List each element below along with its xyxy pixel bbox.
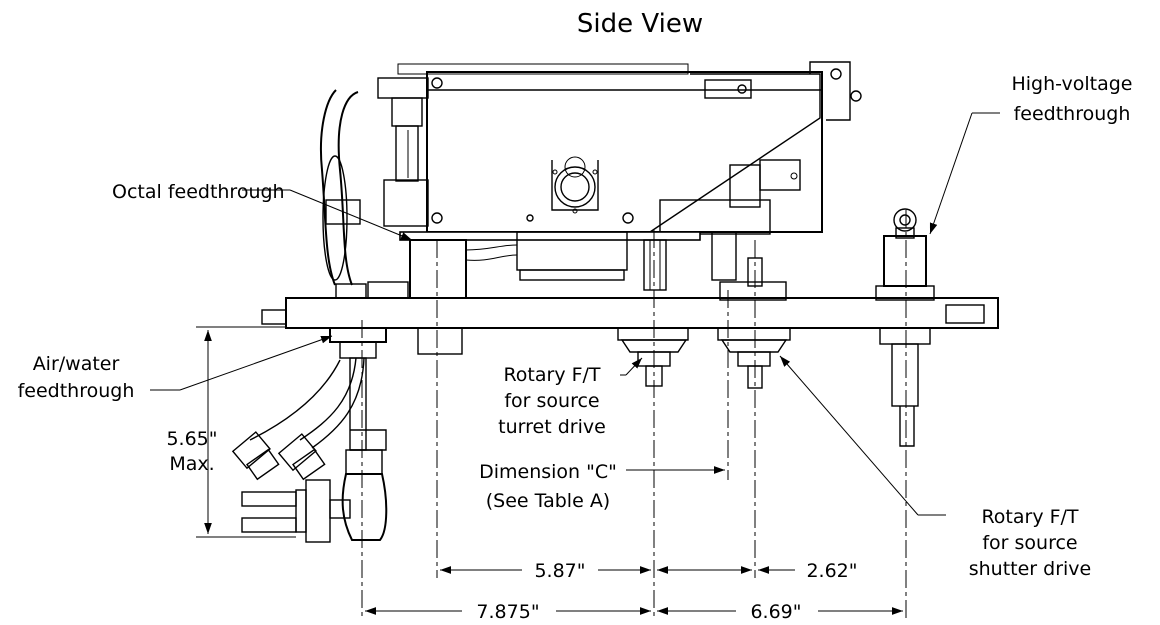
octal-feedthrough-label: Octal feedthrough	[112, 181, 285, 203]
height-dimension-note: Max.	[169, 453, 214, 475]
shutter-drive-label-line3: shutter drive	[969, 558, 1092, 580]
turret-drive-label-line2: for source	[504, 390, 599, 412]
dimension-lines	[204, 330, 903, 615]
assembly-drawing	[231, 61, 999, 543]
dimension-2-62: 2.62"	[806, 560, 857, 582]
left-tubing	[319, 77, 429, 286]
plate-notch	[945, 304, 985, 324]
internal-components	[335, 231, 787, 301]
turret-drive-label-line1: Rotary F/T	[503, 364, 600, 386]
air-water-feedthrough	[231, 327, 388, 543]
air-water-label-line2: feedthrough	[18, 380, 135, 402]
high-voltage-label-line1: High-voltage	[1011, 73, 1132, 95]
turret-drive-label-line3: turret drive	[498, 416, 606, 438]
rotary-turret-drive	[617, 327, 689, 387]
view-title: Side View	[577, 9, 703, 39]
shutter-drive-label-line2: for source	[982, 532, 1077, 554]
dimension-7-875: 7.875"	[476, 601, 539, 623]
shutter-drive-label-line1: Rotary F/T	[981, 506, 1078, 528]
base-plate	[285, 297, 999, 329]
dimension-6-69: 6.69"	[750, 601, 801, 623]
air-water-label-line1: Air/water	[33, 353, 120, 375]
octal-lower	[417, 327, 463, 355]
leader-lines	[150, 112, 1000, 516]
height-dimension-value: 5.65"	[166, 428, 217, 450]
plate-knob	[261, 309, 287, 325]
high-voltage-label-line2: feedthrough	[1014, 103, 1131, 125]
high-voltage-feedthrough	[875, 208, 935, 447]
dimension-c-label-line2: (See Table A)	[486, 490, 610, 512]
dimension-5-87: 5.87"	[534, 560, 585, 582]
upper-housing	[397, 61, 862, 235]
rotary-shutter-drive	[717, 327, 791, 389]
dimension-c-label-line1: Dimension "C"	[479, 461, 617, 483]
centerlines	[196, 210, 907, 620]
